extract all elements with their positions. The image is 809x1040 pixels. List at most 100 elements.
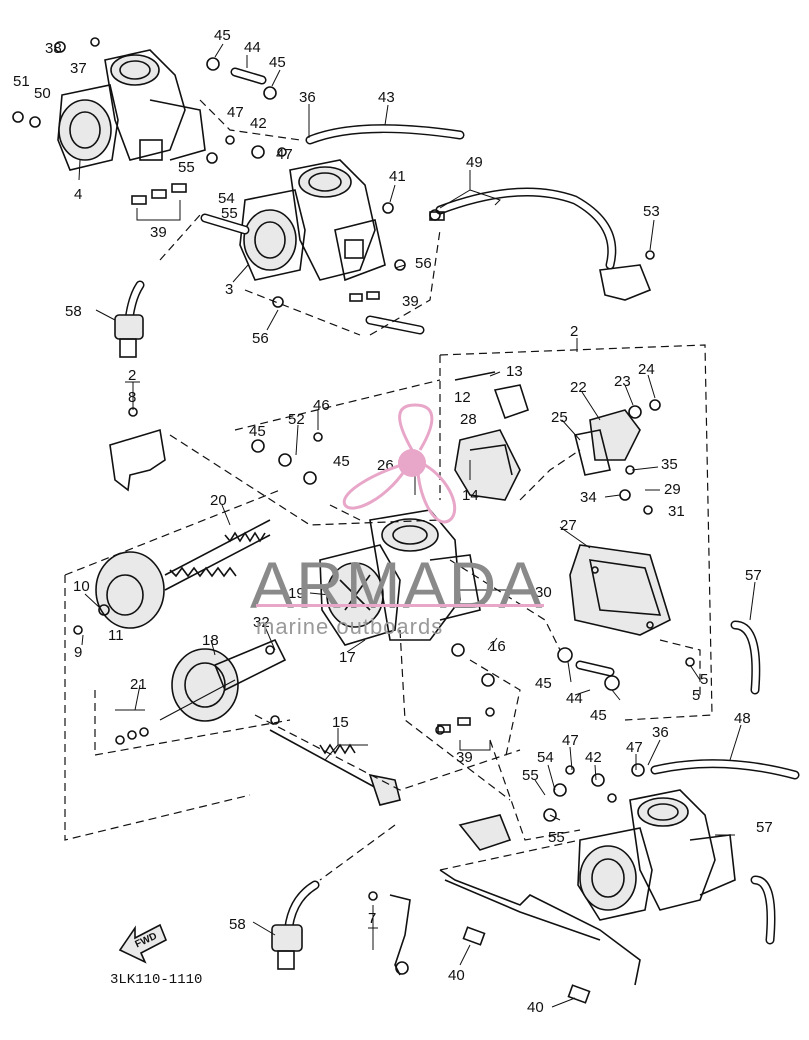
callout-5-b: 5 <box>692 687 700 704</box>
callout-5-a: 5 <box>700 671 708 688</box>
float-chamber-cover-27 <box>569 544 671 636</box>
callout-20: 20 <box>210 492 227 509</box>
carburetor-4 <box>57 49 206 171</box>
callout-2-b: 2 <box>128 367 136 384</box>
callout-44-b: 44 <box>566 690 583 707</box>
watermark-tagline: marine outboards <box>256 614 443 639</box>
assembly-boundaries <box>64 99 713 881</box>
callout-29: 29 <box>664 481 681 498</box>
callout-45-c: 45 <box>249 423 266 440</box>
callout-25: 25 <box>551 409 568 426</box>
leader-lines <box>78 43 756 1008</box>
callout-48: 48 <box>734 710 751 727</box>
callout-47-b: 47 <box>276 146 293 163</box>
callout-17: 17 <box>339 649 356 666</box>
callout-57-b: 57 <box>756 819 773 836</box>
callout-52: 52 <box>288 411 305 428</box>
callout-18: 18 <box>202 632 219 649</box>
throttle-linkage-15 <box>269 729 512 851</box>
callout-32: 32 <box>253 614 270 631</box>
callout-31: 31 <box>668 503 685 520</box>
callout-16: 16 <box>489 638 506 655</box>
callout-51: 51 <box>13 73 30 90</box>
forward-arrow-icon: FWD <box>118 923 168 964</box>
callout-55-c: 55 <box>522 767 539 784</box>
callout-8: 8 <box>128 389 136 406</box>
callout-4: 4 <box>74 186 82 203</box>
callout-58-a: 58 <box>65 303 82 320</box>
callout-45-e: 45 <box>535 675 552 692</box>
fuel-valves-58 <box>114 314 303 970</box>
callout-55-b: 55 <box>221 205 238 222</box>
propeller-logo-icon <box>342 403 457 524</box>
watermark-rule <box>256 604 544 607</box>
callout-53: 53 <box>643 203 660 220</box>
callout-39-b: 39 <box>402 293 419 310</box>
callout-2-a: 2 <box>570 323 578 340</box>
carburetor-bottom-right <box>577 789 736 921</box>
diaphragm-cover-assembly <box>95 519 271 629</box>
callout-43: 43 <box>378 89 395 106</box>
callout-19: 19 <box>288 585 305 602</box>
callout-45-a: 45 <box>214 27 231 44</box>
callout-36-b: 36 <box>652 724 669 741</box>
callout-55-d: 55 <box>548 829 565 846</box>
watermark: ARMADA marine outboards <box>250 403 544 639</box>
callout-58-b: 58 <box>229 916 246 933</box>
callout-42-b: 42 <box>585 749 602 766</box>
carburetor-3 <box>239 159 386 282</box>
callout-41: 41 <box>389 168 406 185</box>
callout-47-d: 47 <box>626 739 643 756</box>
callout-39-c: 39 <box>456 749 473 766</box>
callout-24: 24 <box>638 361 655 378</box>
callout-22: 22 <box>570 379 587 396</box>
callout-49: 49 <box>466 154 483 171</box>
diaphragm-piston-18 <box>159 638 287 722</box>
callout-45-f: 45 <box>590 707 607 724</box>
callout-47-a: 47 <box>227 104 244 121</box>
callout-15: 15 <box>332 714 349 731</box>
callout-3: 3 <box>225 281 233 298</box>
callout-9: 9 <box>74 644 82 661</box>
callout-23: 23 <box>614 373 631 390</box>
callout-37: 37 <box>70 60 87 77</box>
callout-36-a: 36 <box>299 89 316 106</box>
callout-57-a: 57 <box>745 567 762 584</box>
callout-39-a: 39 <box>150 224 167 241</box>
callout-13: 13 <box>506 363 523 380</box>
callout-27: 27 <box>560 517 577 534</box>
callout-42-a: 42 <box>250 115 267 132</box>
callout-14: 14 <box>462 487 479 504</box>
callout-34: 34 <box>580 489 597 506</box>
callout-10: 10 <box>73 578 90 595</box>
callout-46: 46 <box>313 397 330 414</box>
callout-45-b: 45 <box>269 54 286 71</box>
callout-40-b: 40 <box>527 999 544 1016</box>
propeller-hub-icon <box>398 449 426 477</box>
watermark-brand: ARMADA <box>250 548 544 622</box>
callout-54-b: 54 <box>537 749 554 766</box>
callout-11: 11 <box>108 627 124 644</box>
callout-35: 35 <box>661 456 678 473</box>
bracket-parts <box>109 250 655 492</box>
callout-44-a: 44 <box>244 39 261 56</box>
carb-top-parts <box>454 371 661 515</box>
callout-28: 28 <box>460 411 477 428</box>
choke-link-arms <box>389 869 641 1004</box>
drawing-code: 3LK110-1110 <box>110 972 202 988</box>
callout-38: 38 <box>45 40 62 57</box>
callout-30: 30 <box>535 584 552 601</box>
callout-45-d: 45 <box>333 453 350 470</box>
callout-21: 21 <box>130 676 147 693</box>
callout-12: 12 <box>454 389 471 406</box>
callout-40-a: 40 <box>448 967 465 984</box>
callout-55-a: 55 <box>178 159 195 176</box>
callout-54-a: 54 <box>218 190 235 207</box>
callout-7: 7 <box>368 910 376 927</box>
callout-47-c: 47 <box>562 732 579 749</box>
callout-50: 50 <box>34 85 51 102</box>
callout-numbers: 45 44 45 38 37 36 43 51 50 47 42 47 55 4… <box>13 27 773 1016</box>
callout-56-b: 56 <box>252 330 269 347</box>
fittings-screws <box>12 37 695 901</box>
